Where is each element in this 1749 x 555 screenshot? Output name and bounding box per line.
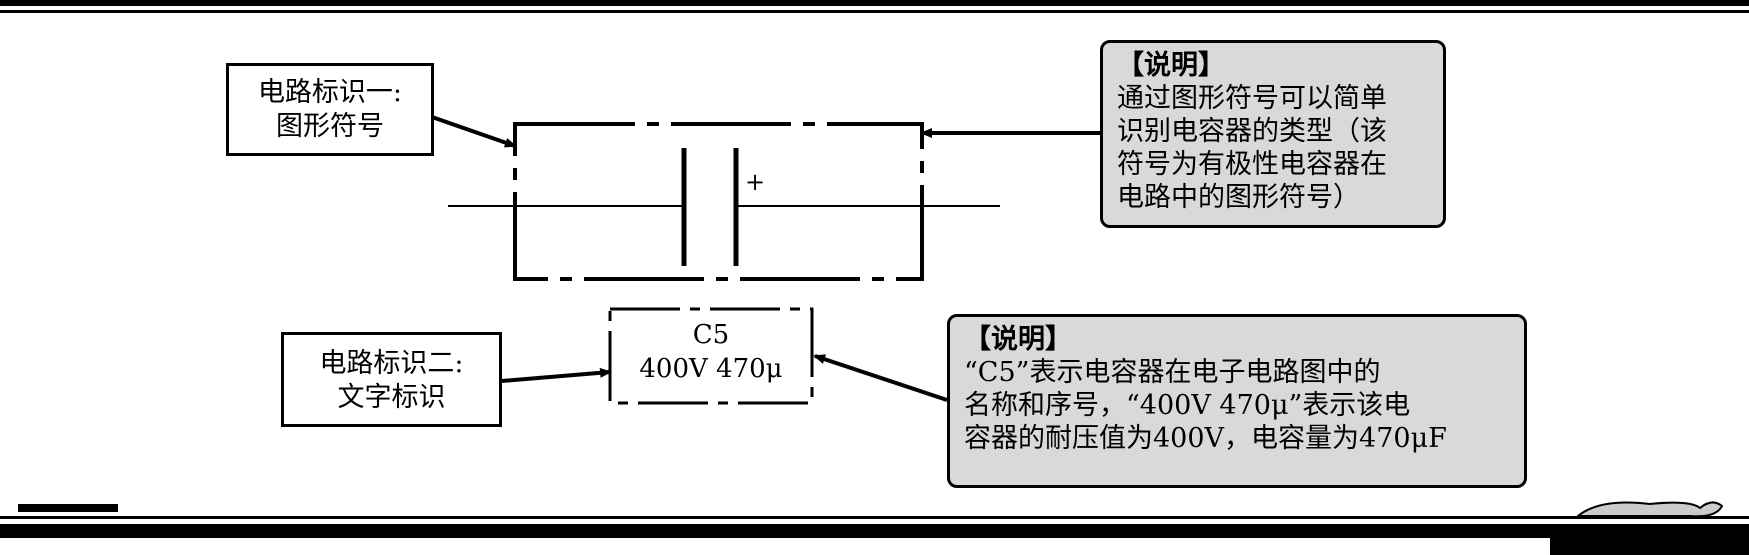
- arrow-label-one: [431, 115, 517, 148]
- note-two-line: “C5”表示电容器在电子电路图中的: [964, 357, 1381, 388]
- note-two-title: 【说明】: [964, 324, 1072, 355]
- bottom-short-rule: [18, 504, 118, 512]
- label-two-line2: 文字标识: [337, 382, 446, 413]
- arrow-note-two: [813, 354, 948, 402]
- label-two-box: 电路标识二: 文字标识: [281, 332, 502, 427]
- arrow-label-two: [501, 367, 612, 383]
- note-two: 【说明】 “C5”表示电容器在电子电路图中的 名称和序号，“400V 470μ”…: [947, 314, 1527, 488]
- bottom-border-thin: [0, 516, 1749, 519]
- note-one-line: 识别电容器的类型（该: [1117, 116, 1387, 147]
- note-one-title: 【说明】: [1117, 50, 1225, 81]
- text-label-frame: [608, 307, 814, 405]
- top-border: [0, 0, 1749, 6]
- text-label: C5 400V 470μ: [612, 318, 810, 386]
- corner-decoration: [1575, 501, 1724, 518]
- label-one-box: 电路标识一: 图形符号: [226, 63, 434, 156]
- bottom-corner-block: [1550, 538, 1749, 555]
- top-border-thin: [0, 10, 1749, 13]
- bottom-border: [0, 524, 1749, 538]
- polarity-mark: +: [745, 168, 765, 196]
- label-one-line1: 电路标识一:: [257, 77, 403, 108]
- text-label-name: C5: [692, 320, 730, 350]
- note-two-line: 容器的耐压值为400V，电容量为470μF: [964, 423, 1447, 454]
- note-one-line: 电路中的图形符号）: [1117, 182, 1360, 213]
- label-one-line2: 图形符号: [276, 111, 384, 142]
- note-one: 【说明】 通过图形符号可以简单 识别电容器的类型（该 符号为有极性电容器在 电路…: [1100, 40, 1446, 228]
- symbol-frame: [513, 122, 924, 281]
- label-two-line1: 电路标识二:: [319, 348, 464, 379]
- text-label-value: 400V 470μ: [639, 354, 783, 384]
- note-two-line: 名称和序号，“400V 470μ”表示该电: [964, 390, 1411, 421]
- note-one-line: 符号为有极性电容器在: [1117, 149, 1387, 180]
- note-one-line: 通过图形符号可以简单: [1117, 83, 1387, 114]
